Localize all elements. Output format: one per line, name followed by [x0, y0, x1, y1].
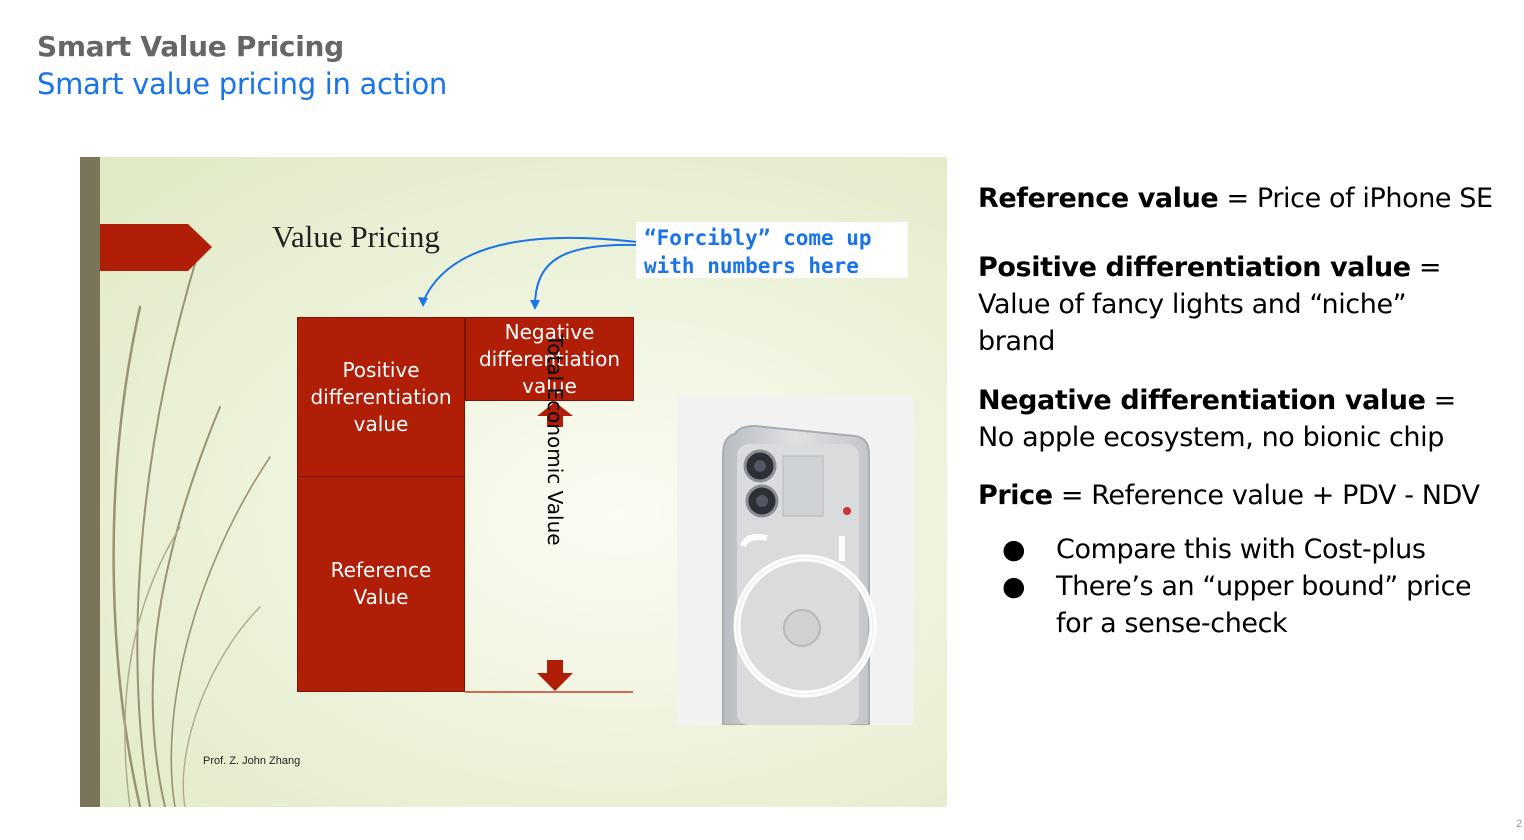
- block-line: value: [353, 411, 409, 436]
- negative-differentiation-block: Negative differentiation value: [465, 317, 634, 401]
- bullet-icon: ●: [1002, 534, 1026, 565]
- callout-line: with numbers here: [644, 254, 859, 278]
- slide-decoration: [80, 224, 638, 807]
- total-economic-value-label: Total Economic Value: [543, 334, 567, 546]
- slide-side-bar: [80, 157, 100, 807]
- note-term: Positive differentiation value: [978, 252, 1411, 283]
- note-def: = Value of fancy lights and “niche” bran…: [978, 252, 1442, 357]
- slide-title: Value Pricing: [272, 219, 440, 254]
- page-number: 2: [1516, 818, 1523, 830]
- bullet-icon: ●: [1002, 571, 1026, 602]
- note-pdv: Positive differentiation value = Value o…: [978, 249, 1448, 360]
- block-line: Negative: [504, 319, 595, 344]
- block-line: Reference: [330, 558, 432, 582]
- callout-line: “Forcibly” come up: [644, 226, 872, 250]
- note-term: Price: [978, 480, 1053, 511]
- bullet-text: Compare this with Cost-plus: [1056, 534, 1426, 565]
- note-term: Reference value: [978, 183, 1219, 214]
- note-ndv: Negative differentiation value = No appl…: [978, 382, 1498, 456]
- note-def: = Reference value + PDV - NDV: [1052, 480, 1480, 511]
- phone-image: [677, 396, 913, 726]
- forcibly-callout: “Forcibly” come up with numbers here: [636, 222, 908, 278]
- block-line: Positive: [342, 357, 420, 382]
- slide-header-title: Smart Value Pricing: [37, 30, 344, 63]
- bullet-item: ● Compare this with Cost-plus: [978, 531, 1508, 568]
- slide-header-subtitle: Smart value pricing in action: [37, 67, 447, 101]
- slide-credit: Prof. Z. John Zhang: [203, 755, 301, 767]
- block-line: differentiation: [478, 346, 621, 371]
- block-line: value: [522, 373, 577, 398]
- note-def: = No apple ecosystem, no bionic chip: [978, 385, 1456, 453]
- note-term: Negative differentiation value: [978, 385, 1426, 416]
- bullet-item: ● There’s an “upper bound” price for a se…: [978, 568, 1508, 642]
- reference-value-block: Reference Value: [297, 476, 465, 692]
- block-line: Value: [353, 585, 409, 609]
- speaker-notes: Reference value = Price of iPhone SE Pos…: [978, 180, 1508, 642]
- positive-differentiation-block: Positive differentiation value: [297, 317, 465, 477]
- note-reference: Reference value = Price of iPhone SE: [978, 180, 1508, 217]
- note-def: = Price of iPhone SE: [1218, 183, 1494, 214]
- block-line: differentiation: [310, 384, 452, 409]
- note-price: Price = Reference value + PDV - NDV: [978, 477, 1508, 514]
- phone-illustration: [722, 424, 877, 726]
- bullet-text: There’s an “upper bound” price for a sen…: [1056, 571, 1472, 639]
